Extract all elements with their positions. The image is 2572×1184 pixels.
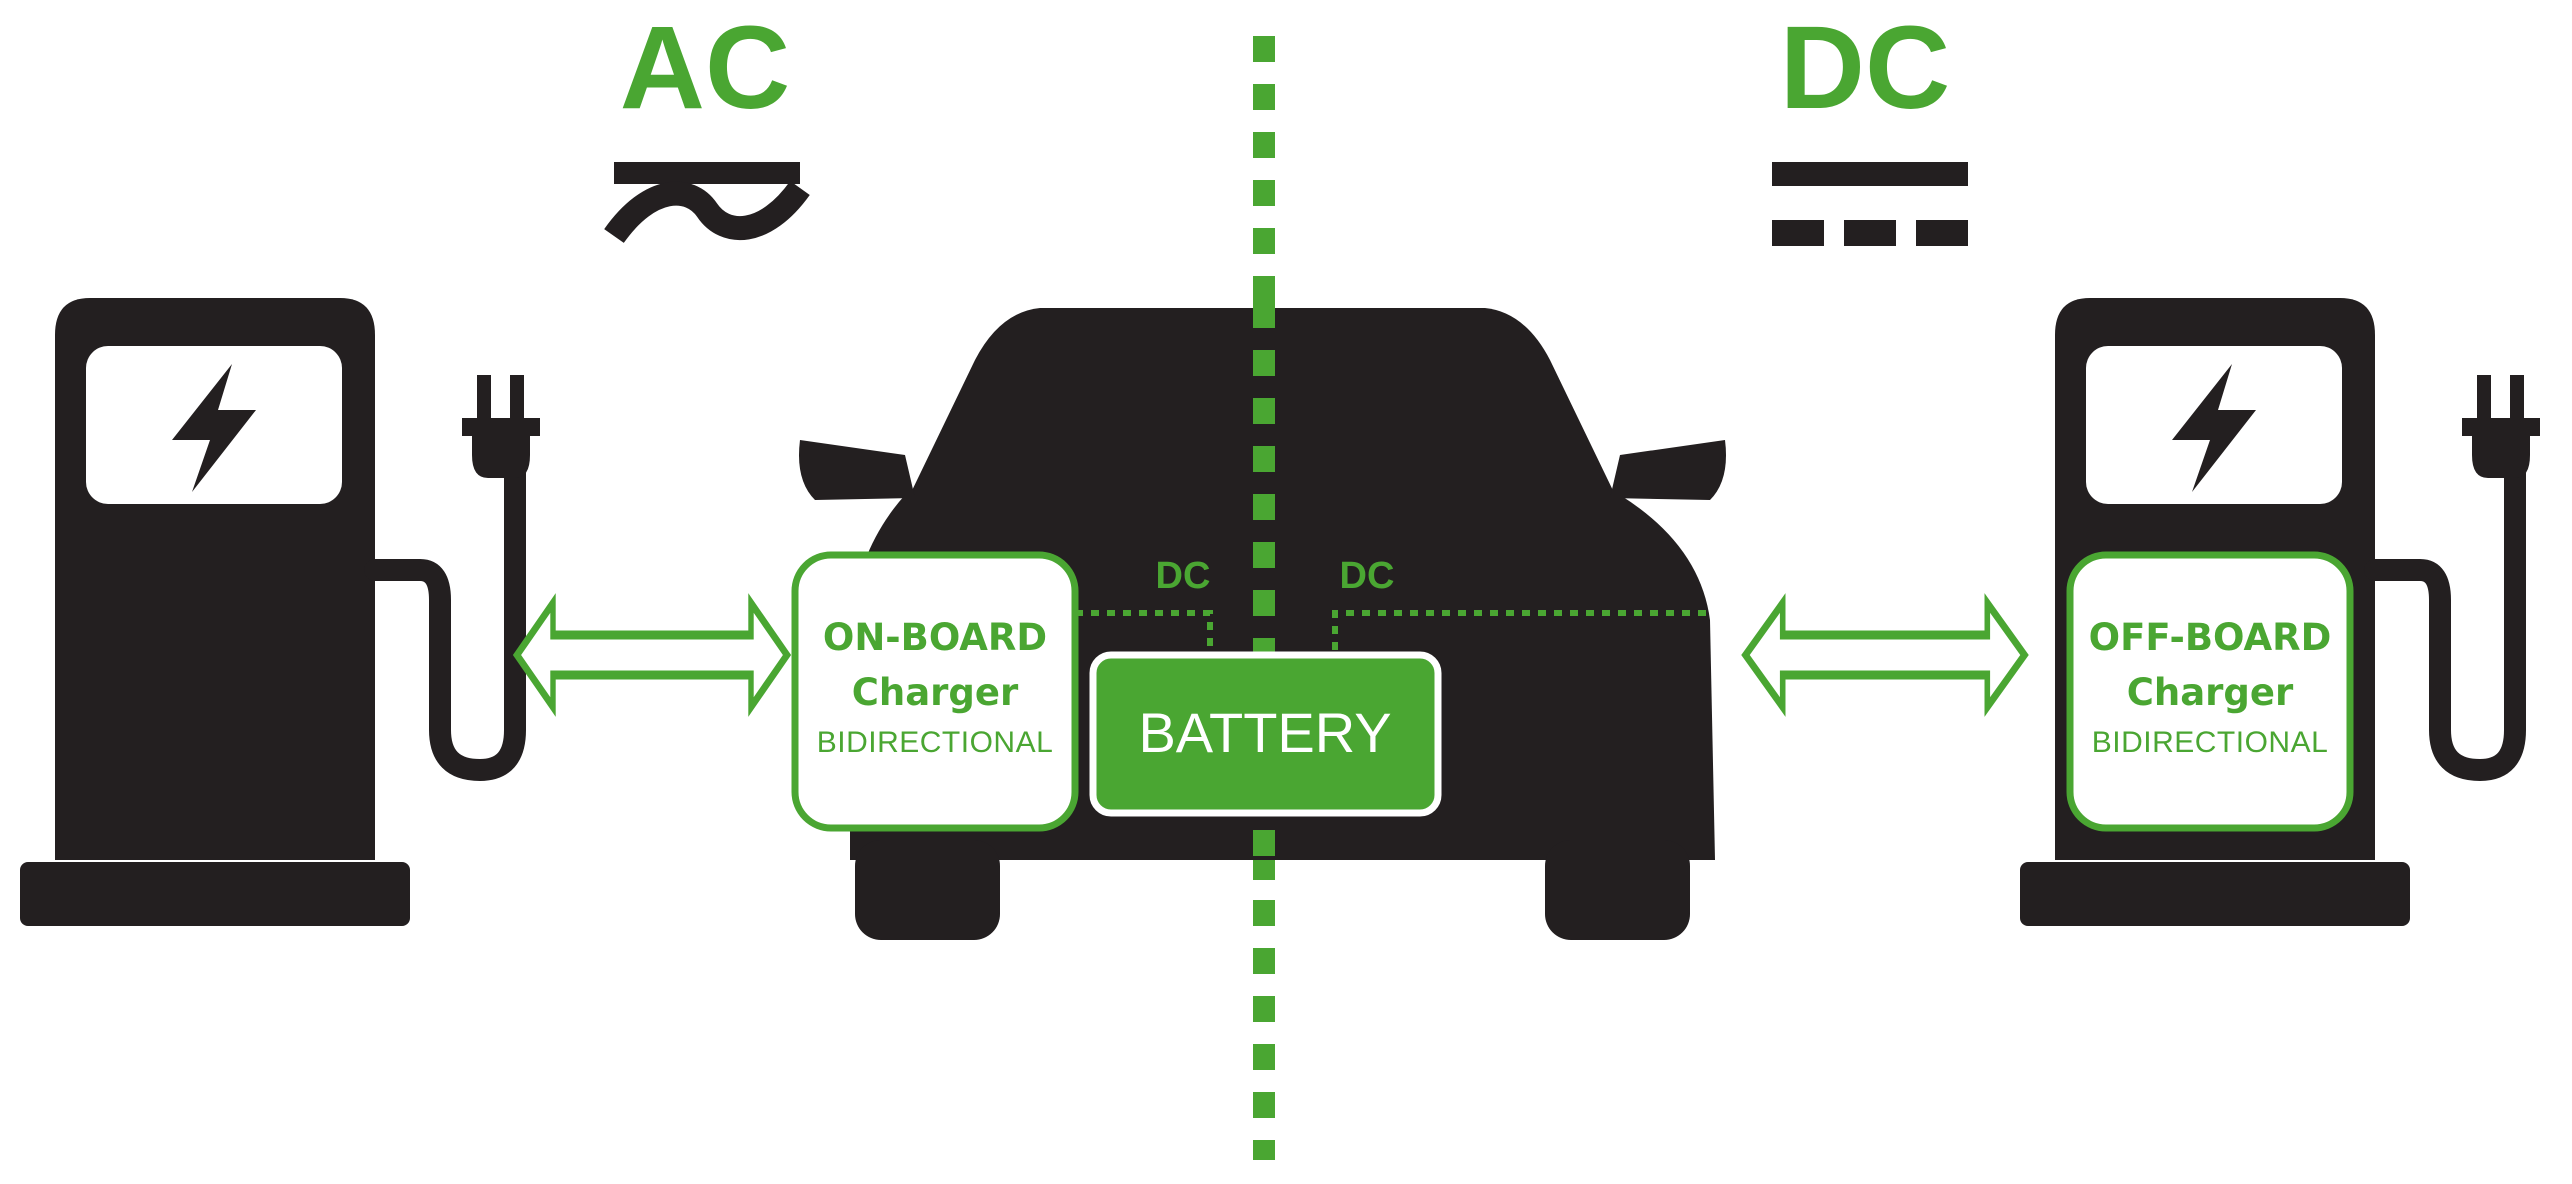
right-plug-icon [2462,375,2540,478]
onboard-charger-mode: BIDIRECTIONAL [817,726,1054,759]
dc-label-right: DC [1340,555,1395,597]
onboard-charger-subtitle: Charger [852,671,1019,714]
offboard-charger-box: OFF-BOARD Charger BIDIRECTIONAL [2066,551,2354,832]
offboard-charger-mode: BIDIRECTIONAL [2092,726,2329,759]
onboard-charger-title: ON-BOARD [823,616,1047,659]
dc-connection-lines [1075,610,1710,650]
right-charging-station-icon [2020,298,2540,926]
left-double-arrow-icon [517,603,787,707]
left-plug-icon [462,375,540,478]
offboard-charger-title: OFF-BOARD [2089,616,2332,659]
dc-label-left: DC [1156,555,1211,597]
dc-heading: DC [1780,2,1950,134]
left-charging-station-icon [20,298,526,926]
battery-label: BATTERY [1138,701,1391,764]
dc-symbol-icon [1772,162,1968,246]
lightning-bolt-icon [2172,364,2256,492]
ac-heading: AC [620,2,790,134]
battery-box: BATTERY [1089,651,1442,817]
offboard-charger-subtitle: Charger [2127,671,2294,714]
ac-wave-symbol-icon [604,162,810,244]
lightning-bolt-icon [172,364,256,492]
onboard-charger-box: ON-BOARD Charger BIDIRECTIONAL [791,551,1079,832]
right-double-arrow-icon [1746,603,2025,707]
